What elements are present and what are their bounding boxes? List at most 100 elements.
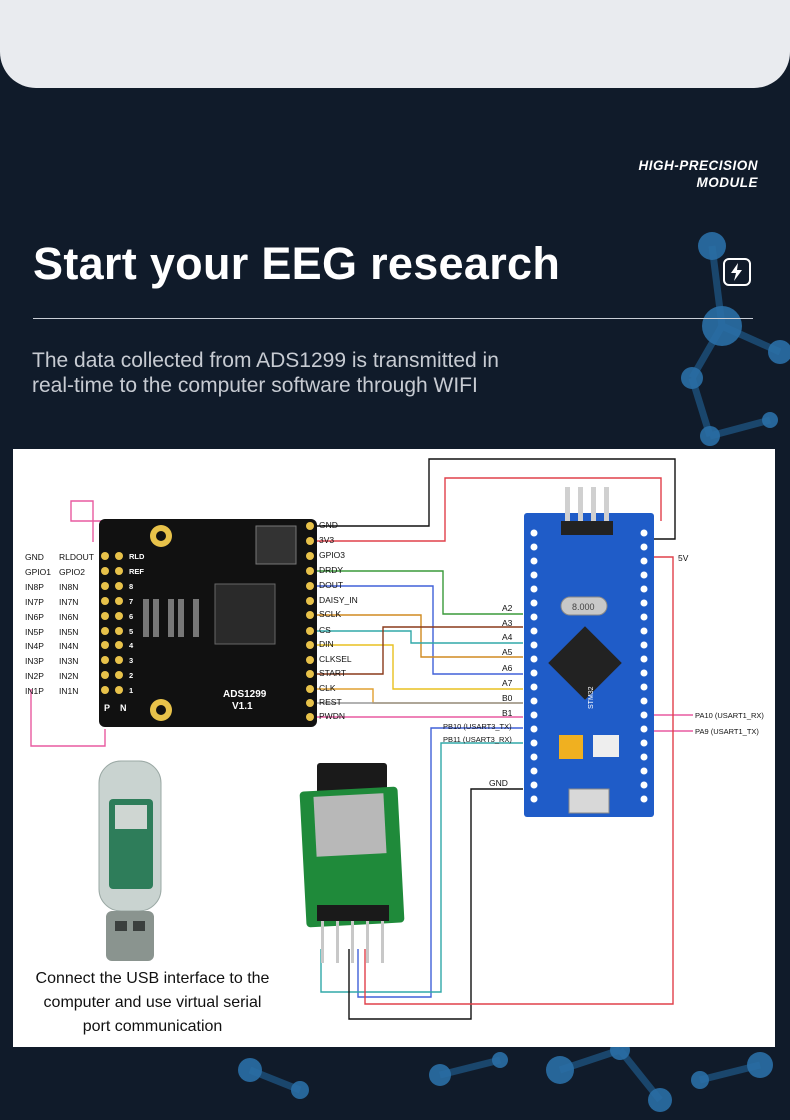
right-pin-label: DOUT bbox=[319, 580, 343, 590]
wire-drdy-a2 bbox=[316, 570, 523, 615]
right-pin-label: CLKSEL bbox=[319, 654, 352, 664]
uart1-rx-label: PA10 (USART1_RX) bbox=[695, 711, 764, 720]
mid-label: IN3N bbox=[59, 656, 78, 666]
wire-sclk-a5 bbox=[316, 614, 523, 658]
silk-label: 4 bbox=[129, 641, 134, 650]
high-precision-badge: HIGH-PRECISION MODULE bbox=[638, 157, 758, 191]
mid-label: IN5N bbox=[59, 627, 78, 637]
stm32-pin-label: A2 bbox=[502, 603, 513, 613]
left-label: IN6P bbox=[25, 612, 44, 622]
wire-clk-b0 bbox=[316, 688, 523, 704]
left-label: GND bbox=[25, 552, 44, 562]
ads-board-name: ADS1299 bbox=[223, 689, 267, 700]
silk-label: 3 bbox=[129, 656, 133, 665]
wire-uart3-rx bbox=[320, 742, 523, 993]
left-label: IN5P bbox=[25, 627, 44, 637]
right-pin-label: DAISY_IN bbox=[319, 595, 358, 605]
mid-label: IN7N bbox=[59, 597, 78, 607]
right-pin-label: GND bbox=[319, 520, 338, 530]
uart1-tx-label: PA9 (USART1_TX) bbox=[695, 727, 759, 736]
wire-3v3 bbox=[316, 477, 662, 542]
right-pin-label: START bbox=[319, 668, 346, 678]
subtitle-line-1: The data collected from ADS1299 is trans… bbox=[32, 349, 499, 372]
left-label: IN3P bbox=[25, 656, 44, 666]
gnd-label: GND bbox=[489, 778, 508, 788]
wiring-diagram-panel: ADS1299 V1.1 P N GND GPIO1 IN8P bbox=[13, 449, 775, 1047]
wire-5v bbox=[364, 556, 674, 1005]
title-divider bbox=[33, 318, 753, 319]
usb-caption-line-3: port communication bbox=[82, 1018, 223, 1035]
page-title: Start your EEG research bbox=[33, 238, 561, 289]
top-card bbox=[0, 0, 790, 88]
subtitle-line-2: real-time to the computer software throu… bbox=[32, 374, 478, 397]
silk-label: 7 bbox=[129, 597, 133, 606]
ads-left-pins bbox=[101, 552, 123, 694]
stm32-pin-label: A7 bbox=[502, 678, 513, 688]
wire-cs-a4 bbox=[316, 630, 523, 644]
mid-label: IN4N bbox=[59, 641, 78, 651]
stm32-chip-label: STM32 bbox=[588, 686, 595, 709]
silk-label: 2 bbox=[129, 671, 133, 680]
mid-label: IN8N bbox=[59, 582, 78, 592]
left-label: IN4P bbox=[25, 641, 44, 651]
right-pin-label: CLK bbox=[319, 683, 336, 693]
mid-label: IN1N bbox=[59, 686, 78, 696]
left-label: GPIO1 bbox=[25, 567, 51, 577]
badge-line-1: HIGH-PRECISION bbox=[638, 158, 758, 173]
mid-label: IN2N bbox=[59, 671, 78, 681]
stm32-pin-label: B0 bbox=[502, 693, 513, 703]
badge-line-2: MODULE bbox=[696, 175, 758, 190]
stm32-pin-label: A4 bbox=[502, 632, 513, 642]
usb-caption-line-1: Connect the USB interface to the bbox=[35, 970, 270, 987]
wire-ref-loop bbox=[70, 500, 105, 542]
usb-caption-line-2: computer and use virtual serial bbox=[43, 994, 262, 1011]
lightning-bolt-icon bbox=[723, 258, 751, 286]
right-pin-label: GPIO3 bbox=[319, 550, 345, 560]
right-pin-label: DRDY bbox=[319, 565, 343, 575]
stm32-pin-label: A5 bbox=[502, 647, 513, 657]
silk-label: REF bbox=[129, 567, 144, 576]
crystal-label: 8.000 bbox=[572, 602, 595, 612]
left-label: IN8P bbox=[25, 582, 44, 592]
silk-label: 1 bbox=[129, 686, 133, 695]
p-label: P bbox=[104, 703, 110, 713]
uart3-rx-label: PB11 (USART3_RX) bbox=[443, 735, 512, 744]
stm32-pin-label: B1 bbox=[502, 708, 513, 718]
right-pin-label: REST bbox=[319, 697, 342, 707]
left-label: IN7P bbox=[25, 597, 44, 607]
ads1299-board: ADS1299 V1.1 P N bbox=[99, 519, 317, 727]
right-pin-label: DIN bbox=[319, 639, 334, 649]
right-pin-label: PWDN bbox=[319, 711, 345, 721]
n-label: N bbox=[120, 703, 127, 713]
wire-gnd-top bbox=[316, 458, 676, 540]
right-pin-label: CS bbox=[319, 625, 331, 635]
left-label: IN1P bbox=[25, 686, 44, 696]
wifi-module bbox=[299, 763, 405, 963]
power-5v-label: 5V bbox=[678, 553, 689, 563]
mid-label: GPIO2 bbox=[59, 567, 85, 577]
stm32-board: 8.000 STM32 bbox=[524, 487, 654, 817]
usb-dongle bbox=[98, 760, 162, 961]
mid-label: RLDOUT bbox=[59, 552, 94, 562]
wire-gnd-bottom bbox=[348, 788, 523, 1020]
subtitle: The data collected from ADS1299 is trans… bbox=[32, 348, 592, 398]
wire-dout-a6 bbox=[316, 585, 523, 675]
wire-in-loop bbox=[30, 689, 106, 747]
ads-board-version: V1.1 bbox=[232, 701, 253, 712]
silk-label: RLD bbox=[129, 552, 145, 561]
right-pin-label: 3V3 bbox=[319, 535, 334, 545]
right-pin-label: SCLK bbox=[319, 609, 342, 619]
silk-label: 8 bbox=[129, 582, 133, 591]
wire-uart3-tx bbox=[357, 727, 523, 998]
silk-label: 6 bbox=[129, 612, 133, 621]
uart3-tx-label: PB10 (USART3_TX) bbox=[443, 722, 512, 731]
wiring-diagram: ADS1299 V1.1 P N GND GPIO1 IN8P bbox=[25, 458, 764, 1020]
left-label: IN2P bbox=[25, 671, 44, 681]
wire-start-a3 bbox=[316, 626, 523, 675]
mid-label: IN6N bbox=[59, 612, 78, 622]
wire-din-a7 bbox=[316, 644, 523, 690]
stm32-pin-label: A6 bbox=[502, 663, 513, 673]
ads-right-pins bbox=[306, 522, 314, 721]
silk-label: 5 bbox=[129, 627, 133, 636]
